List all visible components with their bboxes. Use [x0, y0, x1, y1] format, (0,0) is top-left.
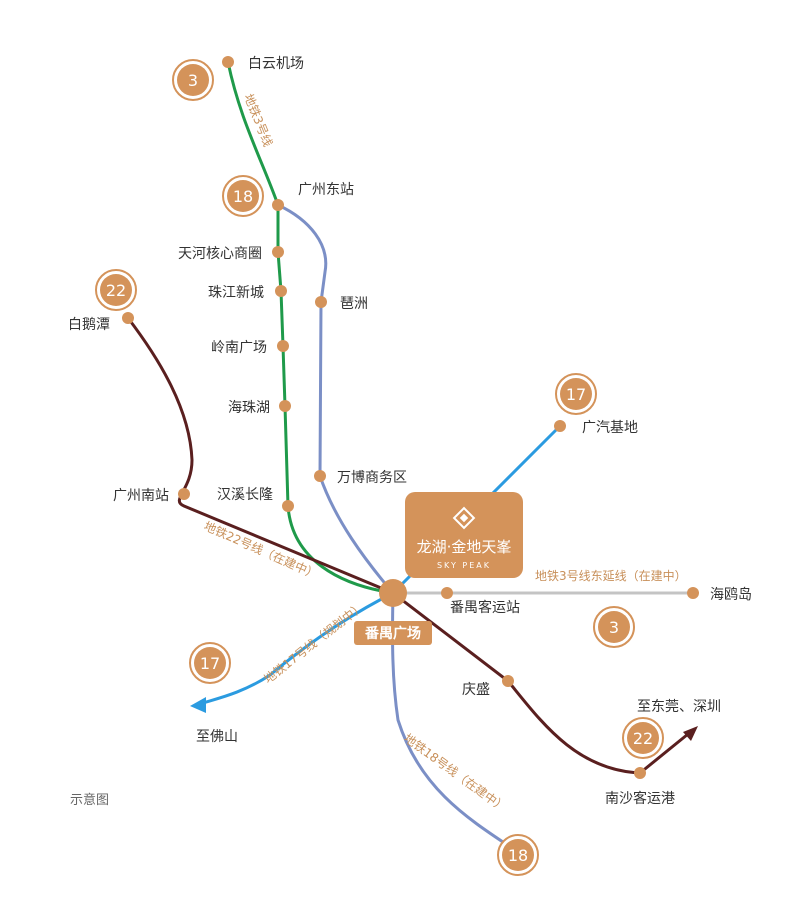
badge-line17-left: 17 — [189, 642, 231, 684]
badge-line18-bottom: 18 — [497, 834, 539, 876]
line-22-path — [126, 317, 694, 775]
station-gz-east: 广州东站 — [298, 182, 354, 198]
station-dot-tianhe — [272, 246, 284, 258]
station-dot-baietan — [122, 312, 134, 324]
badge-line22-bottom: 22 — [622, 717, 664, 759]
hub-station — [379, 579, 407, 607]
station-pipazhou: 琶洲 — [340, 296, 368, 312]
station-dot-haiou — [687, 587, 699, 599]
station-baietan: 白鹅潭 — [68, 316, 110, 333]
station-zhujiang: 珠江新城 — [208, 285, 264, 301]
schematic-note: 示意图 — [70, 792, 109, 808]
station-dot-qingsheng — [502, 675, 514, 687]
station-hanxi: 汉溪长隆 — [217, 487, 273, 503]
hub-label: 番禺广场 — [364, 625, 421, 642]
logo-box — [405, 492, 523, 578]
station-dot-panyu-bus — [441, 587, 453, 599]
station-haizhuhu: 海珠湖 — [228, 400, 270, 416]
line-17-arrow — [190, 697, 206, 713]
destination-dongguan: 至东莞、深圳 — [637, 699, 721, 715]
badge-line3-top: 3 — [172, 59, 214, 101]
badge-line3-top-text: 3 — [188, 71, 198, 90]
station-dot-lingnan — [277, 340, 289, 352]
line-label-3: 地铁3号线 — [241, 92, 275, 149]
station-dot-wanbo — [314, 470, 326, 482]
station-dot-pipazhou — [315, 296, 327, 308]
badge-line17-left-text: 17 — [200, 654, 220, 673]
badge-line3-ext-text: 3 — [609, 618, 619, 637]
station-qingsheng: 庆盛 — [462, 682, 490, 698]
line-17-path — [199, 424, 562, 706]
station-dot-zhujiang — [275, 285, 287, 297]
line-label-3ext: 地铁3号线东延线（在建中） — [535, 568, 687, 583]
badge-line3-ext: 3 — [593, 606, 635, 648]
station-gz-south: 广州南站 — [113, 488, 169, 504]
station-dots — [122, 56, 699, 779]
station-nansha: 南沙客运港 — [605, 790, 675, 807]
line-3-path — [226, 61, 394, 595]
station-dot-hanxi — [282, 500, 294, 512]
badge-line18-bottom-text: 18 — [508, 846, 528, 865]
station-wanbo: 万博商务区 — [337, 469, 407, 486]
logo-sub: SKY PEAK — [437, 561, 491, 570]
station-guangqi: 广汽基地 — [582, 419, 638, 436]
badge-line18-top-text: 18 — [233, 187, 253, 206]
badge-line18-top: 18 — [222, 175, 264, 217]
station-dot-guangqi — [554, 420, 566, 432]
hub-label-box — [354, 621, 432, 645]
line-label-18: 地铁18号线（在建中） — [401, 730, 510, 815]
badge-line22-top-text: 22 — [106, 281, 126, 300]
badge-line22-top: 22 — [95, 269, 137, 311]
station-dot-nansha — [634, 767, 646, 779]
station-lingnan: 岭南广场 — [211, 340, 267, 356]
station-tianhe: 天河核心商圈 — [178, 246, 262, 262]
line-22-arrow — [683, 726, 698, 741]
station-dot-baiyun — [222, 56, 234, 68]
line-label-17: 地铁17号线（规划中） — [261, 599, 367, 687]
station-dot-haizhuhu — [279, 400, 291, 412]
badge-line17-top-text: 17 — [566, 385, 586, 404]
station-dot-gz-east — [272, 199, 284, 211]
badge-line22-bottom-text: 22 — [633, 729, 653, 748]
badge-line17-top: 17 — [555, 373, 597, 415]
station-panyu-bus: 番禺客运站 — [450, 599, 520, 616]
station-dot-gz-south — [178, 488, 190, 500]
station-haiou: 海鸥岛 — [710, 586, 752, 603]
logo-name: 龙湖·金地天峯 — [417, 538, 512, 556]
destination-foshan: 至佛山 — [196, 729, 238, 745]
station-baiyun: 白云机场 — [248, 56, 304, 72]
